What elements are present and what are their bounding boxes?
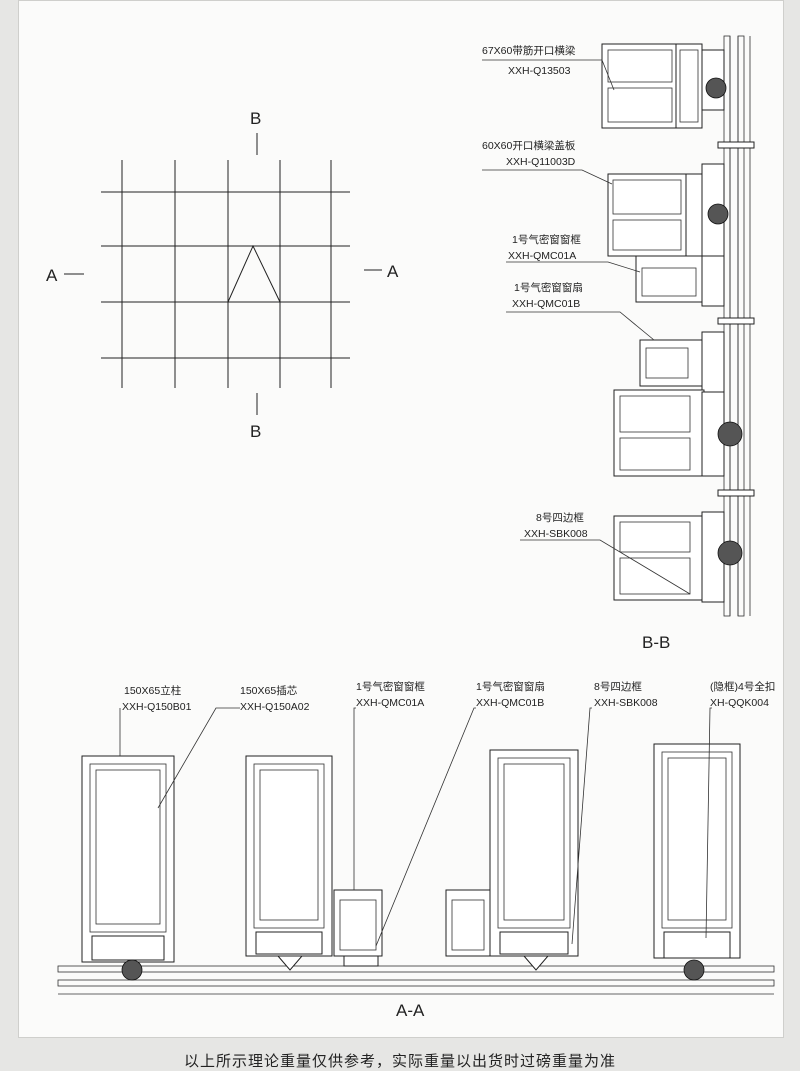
footer-note: 以上所示理论重量仅供参考，实际重量以出货时过磅重量为准 bbox=[183, 1053, 616, 1070]
window-sash-bb bbox=[639, 331, 725, 393]
window-frame-aa bbox=[333, 889, 383, 967]
mullion-3 bbox=[489, 749, 579, 971]
aa-label-4-code: XXH-QMC01B bbox=[476, 697, 544, 709]
transom-top bbox=[601, 43, 727, 129]
mullion-4 bbox=[653, 743, 741, 981]
aa-label-2-code: XXH-Q150A02 bbox=[240, 701, 310, 713]
window-opening-mark bbox=[227, 244, 281, 303]
aa-label-1-code: XXH-Q150B01 bbox=[122, 701, 192, 713]
transom-middle bbox=[607, 163, 729, 257]
section-mark-a-left: A bbox=[46, 266, 58, 285]
aa-label-3-name: 1号气密窗窗框 bbox=[356, 680, 425, 693]
aa-label-2-name: 150X65插芯 bbox=[240, 684, 297, 697]
section-mark-b-bottom: B bbox=[250, 422, 261, 441]
section-mark-b-top: B bbox=[250, 109, 261, 128]
bb-label-1-name: 67X60带筋开口横梁 bbox=[482, 44, 576, 57]
section-bb: 67X60带筋开口横梁 XXH-Q13503 60X60开口横梁盖板 XXH-Q… bbox=[482, 35, 755, 652]
aa-label-5-code: XXH-SBK008 bbox=[594, 697, 658, 709]
four-side-frame-bb bbox=[613, 511, 743, 603]
aa-label-6-name: (隐框)4号全扣 bbox=[710, 680, 775, 693]
aa-label-3-code: XXH-QMC01A bbox=[356, 697, 424, 709]
aa-label-5-name: 8号四边框 bbox=[594, 680, 642, 693]
bb-label-3-code: XXH-QMC01A bbox=[508, 250, 576, 262]
bb-label-2-name: 60X60开口横梁盖板 bbox=[482, 139, 576, 152]
section-aa: 150X65立柱 XXH-Q150B01 150X65插芯 XXH-Q150A0… bbox=[57, 680, 775, 1020]
section-aa-title: A-A bbox=[396, 1001, 425, 1020]
aa-label-1-name: 150X65立柱 bbox=[124, 684, 182, 697]
bb-label-2-code: XXH-Q11003D bbox=[506, 156, 576, 168]
elevation-grid: B B A A bbox=[46, 109, 399, 441]
aa-label-6-code: XH-QQK004 bbox=[710, 697, 769, 709]
window-sash-aa bbox=[445, 889, 491, 957]
section-bb-title: B-B bbox=[642, 633, 670, 652]
bb-label-5-code: XXH-SBK008 bbox=[524, 528, 588, 540]
section-mark-a-right: A bbox=[387, 262, 399, 281]
transom-lower bbox=[613, 389, 743, 477]
mullion-1 bbox=[81, 755, 175, 981]
aa-label-4-name: 1号气密窗窗扇 bbox=[476, 680, 545, 693]
bb-label-1-code: XXH-Q13503 bbox=[508, 65, 571, 77]
bb-label-4-code: XXH-QMC01B bbox=[512, 298, 580, 310]
bb-label-5-name: 8号四边框 bbox=[536, 511, 584, 524]
bb-label-3-name: 1号气密窗窗框 bbox=[512, 233, 581, 246]
window-frame-bb bbox=[635, 255, 725, 307]
mullion-insert bbox=[245, 755, 333, 971]
bb-label-4-name: 1号气密窗窗扇 bbox=[514, 281, 583, 294]
